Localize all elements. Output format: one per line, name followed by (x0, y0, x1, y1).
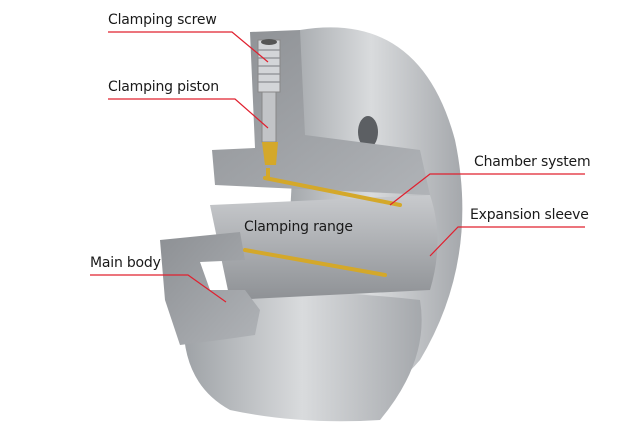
label-expansion-sleeve: Expansion sleeve (470, 207, 589, 223)
piston (261, 91, 277, 143)
label-chamber-system: Chamber system (474, 154, 591, 170)
expansion-sleeve (210, 195, 438, 300)
main-body-section (160, 232, 260, 345)
label-main-body: Main body (90, 255, 161, 271)
leader-lines (90, 31, 585, 303)
label-clamping-screw: Clamping screw (108, 12, 217, 28)
flange-hole (358, 116, 378, 148)
clamping-range-channel (243, 248, 387, 277)
chamber-channel (262, 142, 278, 165)
label-clamping-piston: Clamping piston (108, 79, 219, 95)
label-clamping-range: Clamping range (244, 219, 353, 235)
